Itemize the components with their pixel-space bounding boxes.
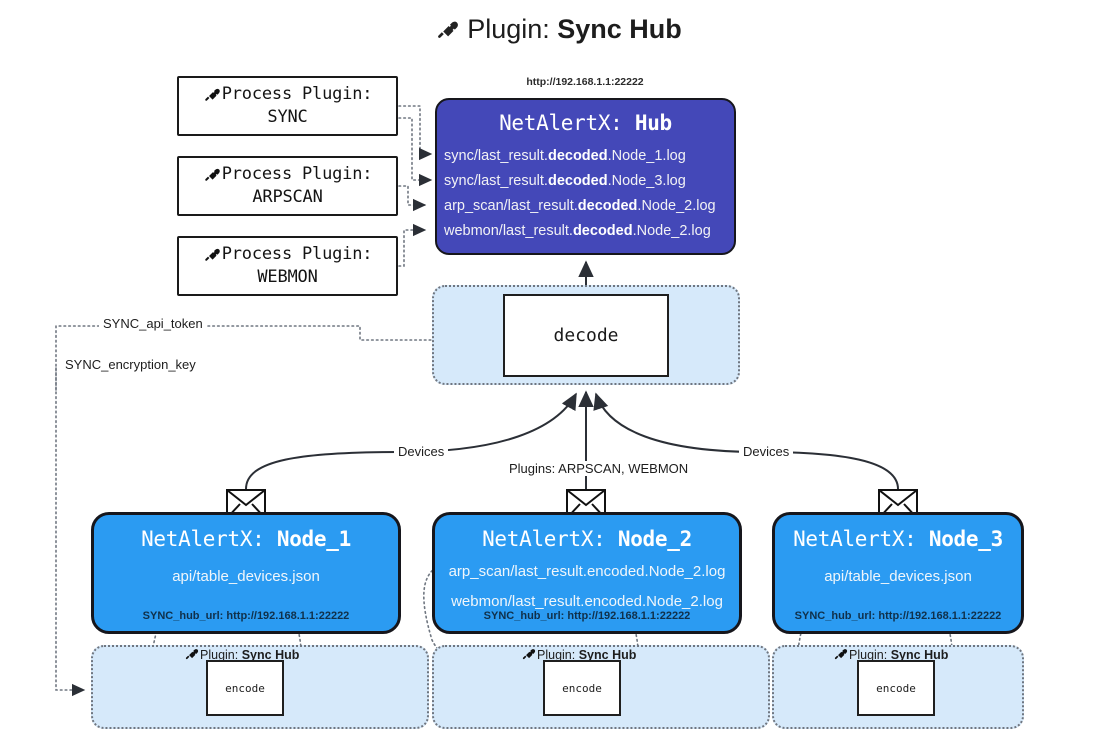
node-file-list: api/table_devices.json — [94, 563, 398, 590]
edge-sync-to-log1 — [398, 105, 433, 161]
node-hub-url-label: SYNC_hub_url: http://192.168.1.1:22222 — [483, 610, 691, 622]
plug-icon — [203, 164, 222, 187]
plug-icon — [435, 15, 461, 48]
edge-encryption-key-to-encode-lane — [55, 367, 86, 697]
title-name: Sync Hub — [557, 14, 682, 44]
label-sync-encryption-key: SYNC_encryption_key — [61, 357, 200, 372]
label-sync-api-token: SYNC_api_token — [99, 316, 207, 331]
label-devices-left: Devices — [394, 444, 449, 459]
node-file: webmon/last_result.encoded.Node_2.log — [451, 593, 723, 610]
node-file-list: arp_scan/last_result.encoded.Node_2.log … — [435, 557, 739, 617]
encode-plugin-label-node-3: Plugin: Sync Hub — [833, 645, 948, 664]
edge-arpscan-to-log3 — [398, 185, 427, 212]
hub-log-list: sync/last_result.decoded.Node_1.log sync… — [437, 144, 734, 244]
page-title: Plugin: Sync Hub — [0, 14, 1117, 48]
node-box-node-1[interactable]: NetAlertX: Node_1 api/table_devices.json… — [91, 512, 401, 634]
process-plugin-name: ARPSCAN — [252, 186, 323, 207]
hub-title-prefix: NetAlertX: — [499, 111, 623, 135]
hub-url-label: http://192.168.1.1:22222 — [526, 76, 644, 88]
encode-box-node-1[interactable]: encode — [206, 660, 284, 716]
node-file-list: api/table_devices.json — [775, 563, 1021, 590]
edge-sync-to-log2 — [398, 117, 433, 187]
plug-icon — [203, 244, 222, 267]
process-plugin-name: WEBMON — [257, 266, 318, 287]
hub-title: NetAlertX: Hub — [437, 111, 734, 135]
plug-icon — [833, 645, 849, 664]
plug-icon — [203, 84, 222, 107]
node-title: NetAlertX: Node_3 — [793, 527, 1003, 551]
encode-box-node-3[interactable]: encode — [857, 660, 935, 716]
decode-box[interactable]: decode — [503, 294, 669, 377]
hub-log-line: sync/last_result.decoded.Node_3.log — [444, 173, 686, 189]
hub-log-line: webmon/last_result.decoded.Node_2.log — [444, 223, 711, 239]
node-box-node-2[interactable]: NetAlertX: Node_2 arp_scan/last_result.e… — [432, 512, 742, 634]
encode-plugin-label-node-1: Plugin: Sync Hub — [184, 645, 299, 664]
process-plugin-name: SYNC — [267, 106, 308, 127]
node-title: NetAlertX: Node_1 — [141, 527, 351, 551]
plug-icon — [521, 645, 537, 664]
hub-log-line: sync/last_result.decoded.Node_1.log — [444, 148, 686, 164]
hub-title-name: Hub — [634, 111, 672, 135]
node-hub-url-label: SYNC_hub_url: http://192.168.1.1:22222 — [142, 610, 350, 622]
hub-log-line: arp_scan/last_result.decoded.Node_2.log — [444, 198, 716, 214]
node-hub-url-label: SYNC_hub_url: http://192.168.1.1:22222 — [794, 610, 1002, 622]
plug-icon — [184, 645, 200, 664]
process-plugin-label: Process Plugin: — [221, 244, 373, 265]
node-title: NetAlertX: Node_2 — [482, 527, 692, 551]
node-box-node-3[interactable]: NetAlertX: Node_3 api/table_devices.json… — [772, 512, 1024, 634]
node-file: api/table_devices.json — [172, 568, 320, 585]
node-file: arp_scan/last_result.encoded.Node_2.log — [448, 563, 726, 580]
process-plugin-label: Process Plugin: — [221, 84, 373, 105]
encode-box-node-2[interactable]: encode — [543, 660, 621, 716]
process-plugin-webmon[interactable]: Process Plugin: WEBMON — [177, 236, 398, 296]
label-plugins-center: Plugins: ARPSCAN, WEBMON — [505, 461, 693, 476]
node-file: api/table_devices.json — [824, 568, 972, 585]
hub-box[interactable]: NetAlertX: Hub sync/last_result.decoded.… — [435, 98, 736, 255]
title-prefix: Plugin: — [467, 14, 550, 44]
label-devices-right: Devices — [739, 444, 794, 459]
encode-plugin-label-node-2: Plugin: Sync Hub — [521, 645, 636, 664]
process-plugin-arpscan[interactable]: Process Plugin: ARPSCAN — [177, 156, 398, 216]
edge-webmon-to-log4 — [398, 223, 427, 267]
process-plugin-sync[interactable]: Process Plugin: SYNC — [177, 76, 398, 136]
process-plugin-label: Process Plugin: — [221, 164, 373, 185]
